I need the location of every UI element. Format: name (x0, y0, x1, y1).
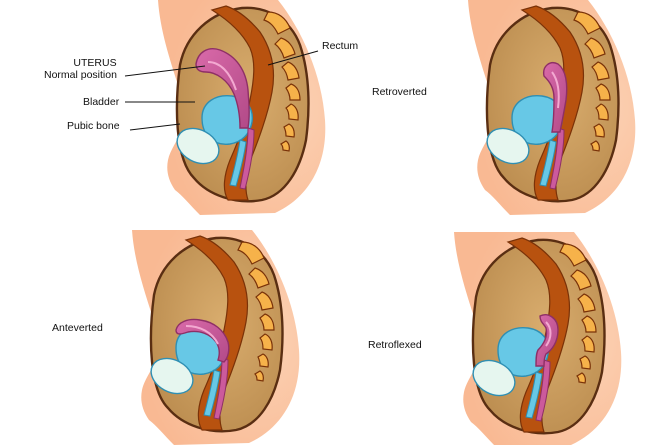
panel-retroflexed (452, 230, 623, 445)
leader-uterus (124, 65, 206, 77)
label-bladder: Bladder (83, 96, 120, 108)
label-pubic-bone: Pubic bone (67, 120, 120, 132)
leader-pubic-bone (129, 123, 181, 131)
label-retroflexed: Retroflexed (368, 339, 422, 351)
panel-retroverted (466, 0, 637, 217)
label-anteverted: Anteverted (52, 322, 103, 334)
uterus-normal (195, 48, 250, 129)
label-uterus: UTERUS (73, 57, 117, 69)
label-retroverted: Retroverted (372, 86, 427, 98)
uterus-retroverted (543, 62, 568, 133)
panel-anteverted (130, 228, 301, 445)
uterus-retroflexed (535, 314, 559, 367)
leader-rectum (267, 50, 319, 66)
label-rectum: Rectum (322, 40, 359, 52)
label-normal-position: Normal position (44, 69, 117, 81)
uterus-anteverted (175, 318, 230, 363)
panel-normal (156, 0, 327, 217)
